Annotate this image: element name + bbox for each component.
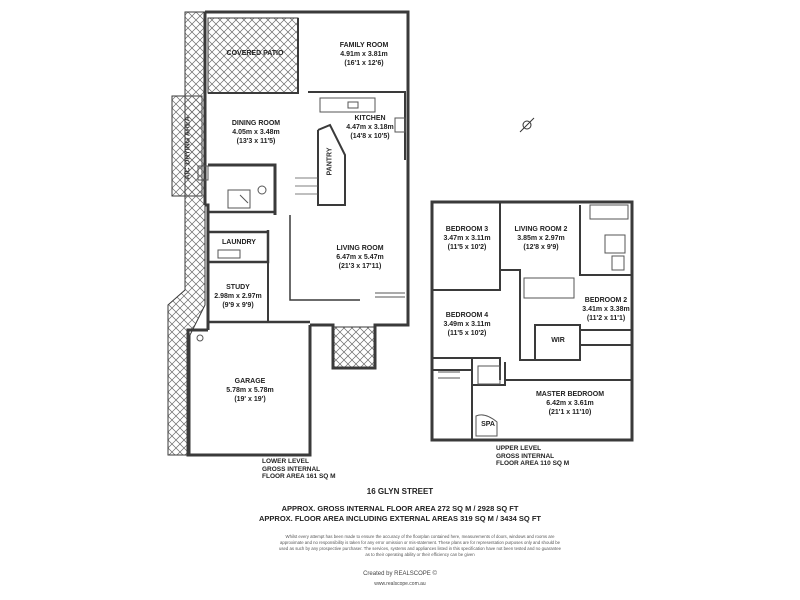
living-room-metric: 6.47m x 5.47m <box>336 254 384 261</box>
upper-level-walls <box>430 200 634 442</box>
address-title: 16 GLYN STREET <box>366 487 434 496</box>
bedroom4-label: BEDROOM 4 3.49m x 3.11m (11'5 x 10'2) <box>434 311 500 338</box>
living-room2-imperial: (12'8 x 9'9) <box>523 244 559 251</box>
dining-room-metric: 4.05m x 3.48m <box>232 129 280 136</box>
bedroom3-metric: 3.47m x 3.11m <box>443 235 491 242</box>
study-imperial: (9'9 x 9'9) <box>222 302 254 309</box>
living-room-imperial: (21'3 x 17'11) <box>338 263 382 270</box>
kitchen-imperial: (14'8 x 10'5) <box>350 133 390 140</box>
living-room2-label: LIVING ROOM 2 3.85m x 2.97m (12'8 x 9'9) <box>503 225 579 252</box>
pantry-label: PANTRY <box>326 147 334 176</box>
study-name: STUDY <box>226 284 250 291</box>
covered-patio-area <box>207 17 299 94</box>
drying-area-label: DRYING AREA <box>184 116 192 165</box>
lower-level-walls <box>186 10 410 457</box>
master-bedroom-imperial: (21'1 x 11'10) <box>548 409 592 416</box>
garage-label: GARAGE 5.78m x 5.78m (19' x 19') <box>210 377 290 404</box>
dining-room-label: DINING ROOM 4.05m x 3.48m (13'3 x 11'5) <box>218 119 294 146</box>
study-metric: 2.98m x 2.97m <box>214 293 262 300</box>
compass-needle-icon <box>519 117 535 133</box>
laundry-label: LAUNDRY <box>214 238 264 247</box>
dining-room-name: DINING ROOM <box>231 120 281 127</box>
bedroom4-name: BEDROOM 4 <box>445 312 489 319</box>
dining-room-imperial: (13'3 x 11'5) <box>236 138 276 145</box>
master-bedroom-label: MASTER BEDROOM 6.42m x 3.61m (21'1 x 11'… <box>520 390 620 417</box>
credit-created-by: Created by REALSCOPE © <box>363 571 437 577</box>
area-totals: APPROX. GROSS INTERNAL FLOOR AREA 272 SQ… <box>0 504 800 524</box>
bedroom2-name: BEDROOM 2 <box>584 297 628 304</box>
garage-metric: 5.78m x 5.78m <box>226 387 274 394</box>
kitchen-label: KITCHEN 4.47m x 3.18m (14'8 x 10'5) <box>330 114 410 141</box>
master-bedroom-metric: 6.42m x 3.61m <box>546 400 594 407</box>
garage-imperial: (19' x 19') <box>234 396 266 403</box>
wir-label: WIR <box>543 336 573 345</box>
laundry-name: LAUNDRY <box>222 239 256 246</box>
disclaimer-line3: used as such by any prospective purchase… <box>278 546 561 551</box>
bedroom3-name: BEDROOM 3 <box>445 226 489 233</box>
family-room-label: FAMILY ROOM 4.91m x 3.81m (16'1 x 12'6) <box>326 41 402 68</box>
family-room-imperial: (16'1 x 12'6) <box>344 60 384 67</box>
lower-level-fixtures <box>197 97 406 298</box>
bedroom2-imperial: (11'2 x 11'1) <box>586 315 626 322</box>
spa-name: SPA <box>481 421 495 428</box>
disclaimer-line1: Whilst every attempt has been made to en… <box>285 534 555 539</box>
credit-url: www.realscope.com.au <box>374 581 426 587</box>
lower-level-line3: FLOOR AREA 161 SQ M <box>262 473 336 480</box>
bedroom3-imperial: (11'5 x 10'2) <box>447 244 487 251</box>
kitchen-metric: 4.47m x 3.18m <box>346 124 394 131</box>
upper-level-fixtures <box>438 204 629 437</box>
lower-level-caption: LOWER LEVEL GROSS INTERNAL FLOOR AREA 16… <box>262 458 336 481</box>
bedroom4-imperial: (11'5 x 10'2) <box>447 330 487 337</box>
porch-area <box>332 326 376 368</box>
upper-level-line3: FLOOR AREA 110 SQ M <box>496 460 570 467</box>
bedroom2-label: BEDROOM 2 3.41m x 3.38m (11'2 x 11'1) <box>578 296 634 323</box>
compass-icon <box>522 120 532 130</box>
living-room-name: LIVING ROOM <box>336 245 384 252</box>
master-bedroom-name: MASTER BEDROOM <box>535 391 605 398</box>
disclaimer-line2: approximate and no responsibility is tak… <box>279 540 561 545</box>
disclaimer: Whilst every attempt has been made to en… <box>255 534 585 558</box>
garage-door-handle <box>196 334 204 342</box>
bedroom2-metric: 3.41m x 3.38m <box>582 306 630 313</box>
covered-patio-label: COVERED PATIO <box>218 49 292 58</box>
gross-area-total: APPROX. GROSS INTERNAL FLOOR AREA 272 SQ… <box>281 504 519 513</box>
family-room-name: FAMILY ROOM <box>339 42 389 49</box>
spa-label: SPA <box>478 420 498 429</box>
garage-name: GARAGE <box>234 378 266 385</box>
covered-patio-name: COVERED PATIO <box>226 50 284 57</box>
upper-level-partitions <box>432 202 632 440</box>
wir-name: WIR <box>551 337 565 344</box>
disclaimer-line4: as to their operating ability or their e… <box>365 552 475 557</box>
living-room-label: LIVING ROOM 6.47m x 5.47m (21'3 x 17'11) <box>320 244 400 271</box>
lower-level-line1: LOWER LEVEL <box>262 458 309 465</box>
family-room-metric: 4.91m x 3.81m <box>340 51 388 58</box>
living-room2-metric: 3.85m x 2.97m <box>517 235 565 242</box>
bedroom3-label: BEDROOM 3 3.47m x 3.11m (11'5 x 10'2) <box>434 225 500 252</box>
upper-level-line2: GROSS INTERNAL <box>496 452 555 460</box>
bedroom4-metric: 3.49m x 3.11m <box>443 321 491 328</box>
aci-label: A/C <box>184 167 192 180</box>
lower-level-line2: GROSS INTERNAL <box>262 465 321 473</box>
living-room2-name: LIVING ROOM 2 <box>514 226 568 233</box>
upper-level-line1: UPPER LEVEL <box>496 445 542 452</box>
upper-level-caption: UPPER LEVEL GROSS INTERNAL FLOOR AREA 11… <box>496 445 569 468</box>
kitchen-name: KITCHEN <box>354 115 386 122</box>
study-label: STUDY 2.98m x 2.97m (9'9 x 9'9) <box>210 283 266 310</box>
external-area-total: APPROX. FLOOR AREA INCLUDING EXTERNAL AR… <box>259 514 541 523</box>
